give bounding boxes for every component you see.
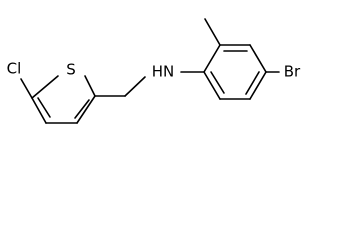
benzene-ring xyxy=(180,18,280,100)
amine-label: HN xyxy=(152,63,175,81)
bond-c1-c2 xyxy=(203,44,221,73)
thiophene-ring xyxy=(20,75,96,124)
bond-methyl xyxy=(204,18,221,46)
bond-c3-c4 xyxy=(249,44,267,73)
bond-c2-c3 xyxy=(76,95,96,124)
bond-c5-cl xyxy=(20,78,33,99)
bond-s-c2 xyxy=(84,75,96,97)
methylene-linker xyxy=(94,76,146,97)
sulfur-label: S xyxy=(66,61,76,79)
bond-c4-c5 xyxy=(31,97,47,124)
chlorine-label: Cl xyxy=(7,60,22,78)
bond-c4-c5 xyxy=(249,71,267,100)
bond-c3-c3-double-inner xyxy=(74,99,90,119)
bond-ch2-n xyxy=(124,76,146,97)
bond-c4-c5-double-inner xyxy=(245,71,260,95)
bond-c6-c1-double-inner xyxy=(210,71,225,94)
bromine-label: Br xyxy=(284,63,301,81)
chemical-structure-diagram: Cl S HN Br xyxy=(7,18,301,124)
bond-c6-c1 xyxy=(203,71,221,100)
bond-c5-s xyxy=(31,75,59,99)
bond-c4-c5-double-inner xyxy=(37,97,51,118)
